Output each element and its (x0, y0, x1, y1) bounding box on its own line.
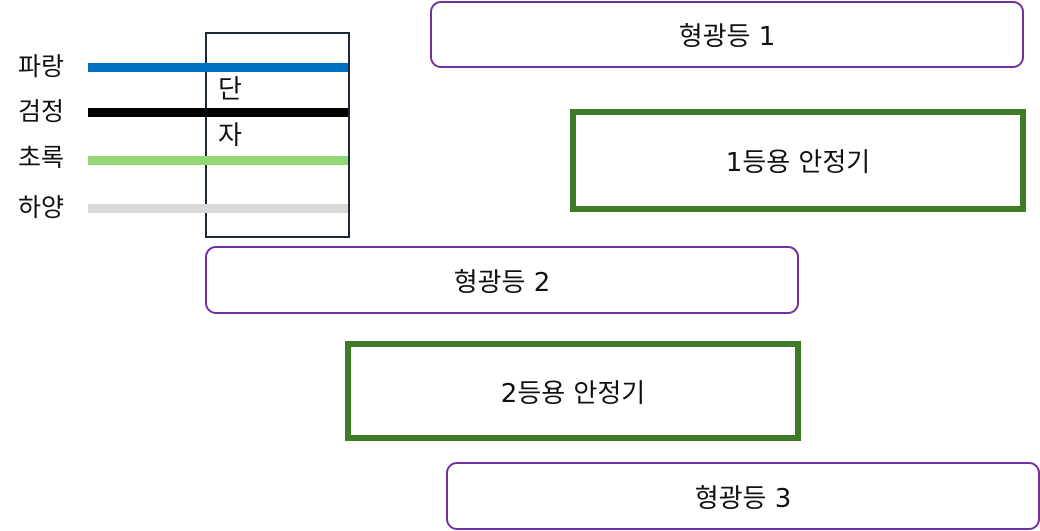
lamp-2-label: 형광등 2 (453, 267, 551, 298)
wire-label-white: 하양 (18, 193, 65, 222)
terminal-label-2: 자 (218, 121, 242, 151)
lamp-3: 형광등 3 (446, 462, 1040, 530)
wire-white (88, 204, 348, 213)
wire-label-black: 검정 (18, 97, 65, 126)
terminal-label-1: 단 (218, 75, 242, 105)
lamp-3-label: 형광등 3 (694, 483, 792, 514)
lamp-2: 형광등 2 (205, 246, 799, 314)
wire-black (88, 108, 348, 117)
terminal-block (205, 32, 350, 238)
wire-green (88, 156, 348, 165)
lamp-1-label: 형광등 1 (678, 22, 776, 52)
ballast-2-label: 2등용 안정기 (500, 378, 646, 409)
wire-label-green: 초록 (18, 143, 65, 172)
ballast-1-label: 1등용 안정기 (725, 148, 871, 178)
ballast-2: 2등용 안정기 (345, 341, 801, 441)
wire-label-blue: 파랑 (18, 52, 65, 81)
ballast-1: 1등용 안정기 (570, 109, 1026, 212)
wire-blue (88, 63, 348, 72)
lamp-1: 형광등 1 (430, 1, 1024, 68)
